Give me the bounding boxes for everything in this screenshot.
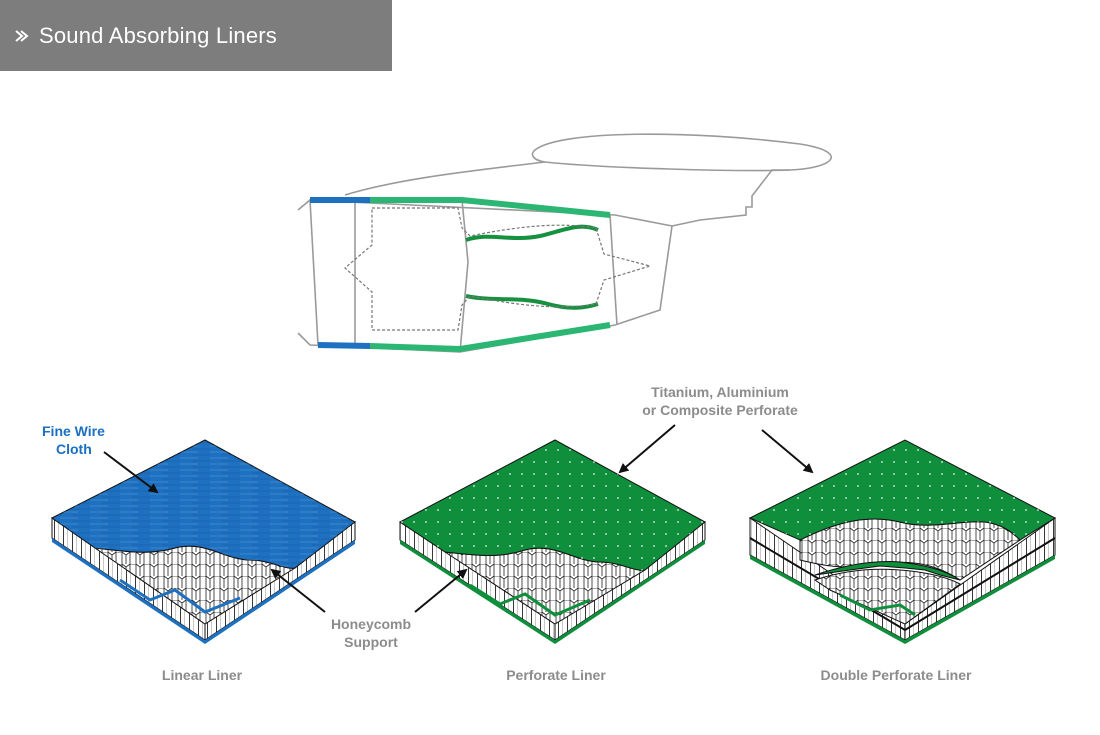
inlet-liner-bottom [317, 342, 371, 349]
fan-duct-liner-bottom [369, 322, 611, 353]
label-honeycomb-line1: Honeycomb [331, 616, 411, 632]
title-bar: Sound Absorbing Liners [0, 0, 392, 71]
label-perforate-line1: Titanium, Aluminium [651, 384, 789, 400]
arrow-honeycomb-left [270, 568, 326, 613]
arrow-honeycomb-right [414, 568, 468, 613]
panel-perforate-liner [399, 439, 706, 644]
label-perforate-line2: or Composite Perforate [642, 402, 798, 418]
arrow-perforate-right [761, 429, 814, 474]
label-honeycomb-line2: Support [344, 634, 398, 650]
page-title: Sound Absorbing Liners [39, 22, 278, 48]
caption-linear-liner: Linear Liner [162, 667, 243, 683]
core-liner-bottom [465, 294, 599, 310]
double-chevron-right-icon [15, 29, 29, 42]
label-fine-wire-line1: Fine Wire [42, 423, 105, 439]
caption-perforate-liner: Perforate Liner [506, 667, 606, 683]
panel-double-perforate-liner [748, 439, 1057, 644]
fan-duct-liner-top [370, 197, 611, 218]
core-engine [344, 207, 653, 331]
wing [531, 133, 832, 172]
pylon [344, 161, 790, 227]
arrow-perforate-left [618, 424, 676, 474]
engine-nacelle [297, 133, 832, 353]
panel-linear-liner [51, 439, 356, 644]
arrow-fine-wire [103, 451, 159, 494]
core-liner-top [465, 224, 599, 242]
caption-double-perforate-liner: Double Perforate Liner [821, 667, 972, 683]
label-fine-wire-line2: Cloth [56, 441, 92, 457]
